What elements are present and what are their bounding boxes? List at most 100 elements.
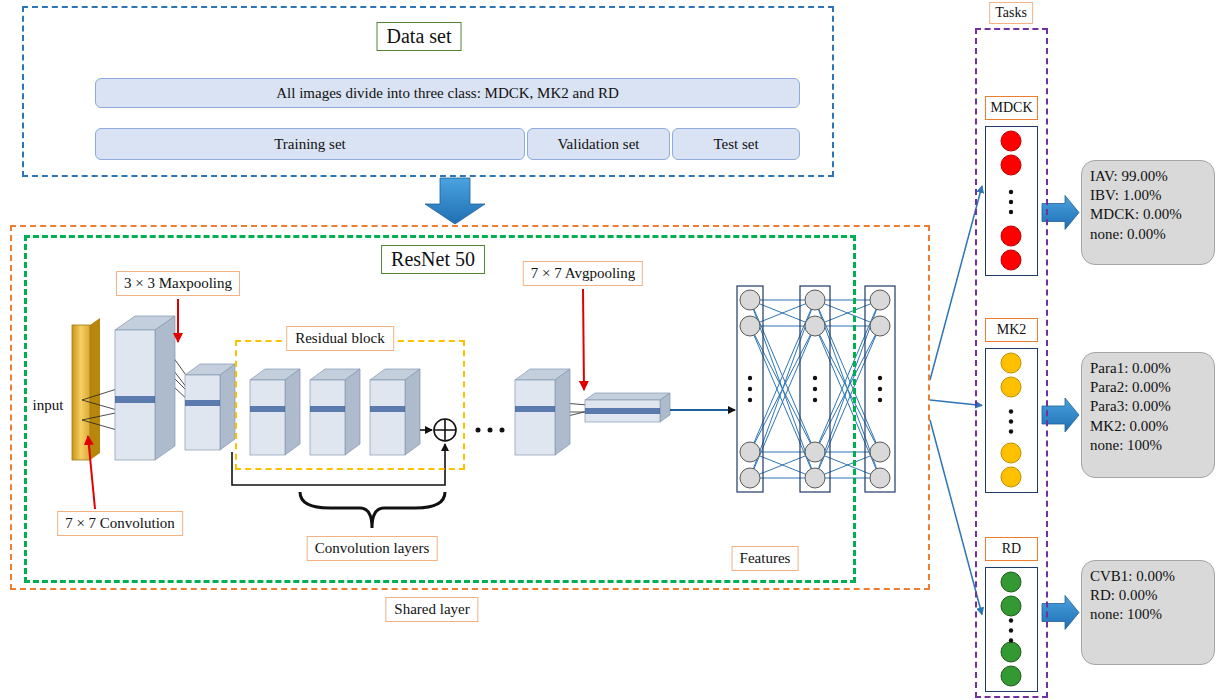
task-label: MDCK [985, 96, 1038, 120]
continuation-dots [476, 428, 505, 433]
prediction-line: CVB1: 0.00% [1090, 567, 1206, 586]
task-connector [930, 400, 982, 406]
band-text: Test set [713, 136, 758, 153]
tasks-region: TasksMDCKMK2RD [975, 28, 1048, 698]
prediction-line: none: 0.00% [1090, 225, 1206, 244]
feature-map-cubes [185, 400, 220, 406]
neuron [1001, 467, 1021, 487]
neuron [870, 316, 890, 336]
feature-map-cubes [220, 364, 235, 450]
prediction-line: MK2: 0.00% [1090, 417, 1206, 436]
prediction-line: IAV: 99.00% [1090, 167, 1206, 186]
block-arrow [1042, 398, 1079, 432]
residual-shortcut [232, 444, 445, 485]
callout-arrows [88, 436, 95, 509]
neuron [1001, 596, 1021, 616]
feature-map-cubes [115, 330, 155, 460]
prediction-line: RD: 0.00% [1090, 586, 1206, 605]
fc-layer-box [737, 286, 763, 492]
block-arrow [1042, 196, 1079, 230]
input-plate [72, 325, 90, 460]
ellipsis-dot [1009, 200, 1013, 204]
output-neurons [986, 127, 1036, 274]
feature-map-cubes [115, 316, 670, 460]
callout-label: 7 × 7 Avgpooling [523, 261, 643, 286]
flatten-arrow [670, 409, 735, 411]
output-neurons [986, 349, 1036, 491]
neuron [1001, 443, 1021, 463]
prediction-line: MDCK: 0.00% [1090, 205, 1206, 224]
neuron [1001, 250, 1021, 270]
prediction-box: IAV: 99.00%IBV: 1.00%MDCK: 0.00%none: 0.… [1081, 160, 1215, 265]
neuron [870, 290, 890, 310]
band-text: All images divide into three class: MDCK… [276, 85, 618, 102]
callout-arrows [177, 299, 179, 342]
feature-map-cubes [515, 380, 555, 455]
task-connector [930, 420, 982, 615]
residual-shortcut [232, 419, 456, 485]
callout-label: 3 × 3 Maxpooling [116, 271, 240, 296]
split-band: Validation set [527, 128, 670, 160]
residual-shortcut [420, 429, 432, 431]
feature-map-cubes [370, 380, 405, 455]
fc-link [750, 452, 815, 478]
feature-map-cubes [185, 375, 220, 450]
neuron [805, 442, 825, 462]
band-text: Training set [274, 136, 346, 153]
ellipsis-dot [1009, 638, 1013, 642]
neuron [1001, 572, 1021, 592]
fc-layer-box [865, 286, 895, 492]
brace [300, 492, 445, 528]
ellipsis-dot [813, 398, 817, 402]
prediction-line: Para2: 0.00% [1090, 378, 1206, 397]
neuron [805, 468, 825, 488]
region-heading: Tasks [989, 2, 1033, 24]
ellipsis-dot [878, 376, 882, 380]
callout-label: 7 × 7 Convolution [57, 511, 183, 536]
prediction-line: Para3: 0.00% [1090, 397, 1206, 416]
feature-map-cubes [585, 408, 660, 414]
ellipsis-dot [748, 387, 752, 391]
feature-map-cubes [285, 369, 300, 455]
input-plate [90, 318, 100, 460]
dataset-band: All images divide into three class: MDCK… [95, 78, 800, 108]
ellipsis-dot [1009, 409, 1013, 413]
continuation-dots [488, 428, 493, 433]
prediction-box: Para1: 0.00%Para2: 0.00%Para3: 0.00%MK2:… [1081, 352, 1215, 478]
region-heading: Residual block [286, 326, 394, 351]
region-heading: Data set [377, 22, 462, 51]
callout-arrows [583, 289, 584, 390]
ellipsis-dot [813, 376, 817, 380]
input-plate [72, 318, 100, 460]
dataset-region: Data setAll images divide into three cla… [22, 6, 834, 177]
task-connector [930, 186, 982, 380]
residual-shortcut [434, 419, 456, 441]
callout-label: Features [732, 546, 799, 571]
ellipsis-dot [748, 376, 752, 380]
neuron [1001, 131, 1021, 151]
neuron [1001, 377, 1021, 397]
ellipsis-dot [813, 387, 817, 391]
output-neuron-column [985, 567, 1038, 692]
ellipsis-dot [1009, 429, 1013, 433]
neuron [740, 468, 760, 488]
output-neuron-column [985, 126, 1038, 276]
feature-map-cubes [310, 380, 345, 455]
neuron [740, 290, 760, 310]
ellipsis-dot [1009, 419, 1013, 423]
feature-map-cubes [155, 316, 175, 460]
ellipsis-dot [878, 387, 882, 391]
continuation-dots [500, 428, 505, 433]
neuron [805, 316, 825, 336]
ellipsis-dot [878, 398, 882, 402]
feature-map-cubes [250, 406, 285, 412]
neuron [1001, 155, 1021, 175]
ellipsis-dot [1009, 628, 1013, 632]
continuation-dots [476, 428, 481, 433]
prediction-line: none: 100% [1090, 605, 1206, 624]
block-arrow [425, 178, 485, 224]
task-label: MK2 [985, 318, 1038, 342]
feature-map-cubes [115, 396, 155, 403]
neuron [805, 290, 825, 310]
